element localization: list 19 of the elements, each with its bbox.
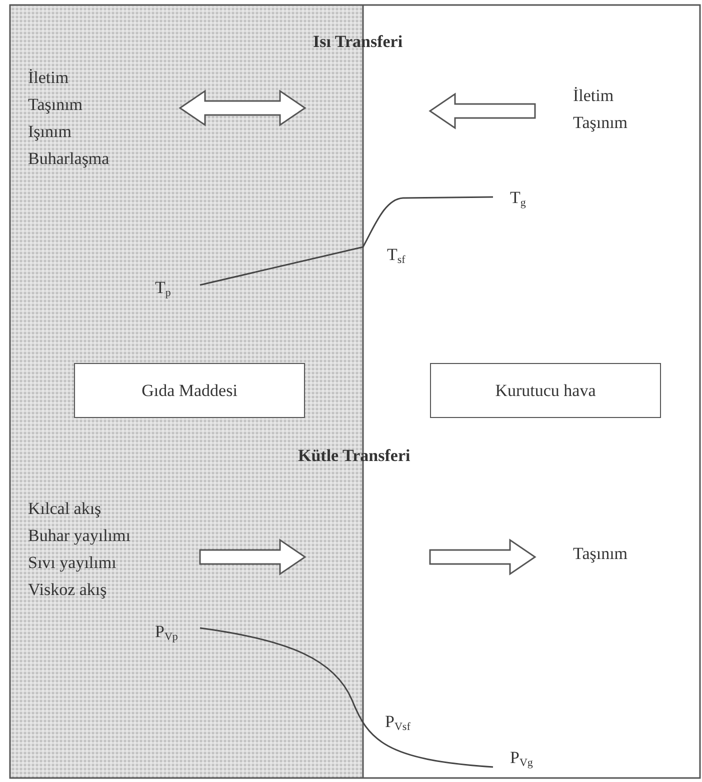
mechanism-label: Taşınım [573,544,628,564]
mechanism-label: Sıvı yayılımı [28,553,116,573]
profile-symbol: T$_{g}$ [510,188,526,208]
mechanism-label: Taşınım [28,95,83,115]
mechanism-label: İletim [573,86,614,106]
label-box: Gıda Maddesi [74,363,305,418]
mechanism-label: İletim [28,68,69,88]
profile-symbol: P$_{Vg}$ [510,748,533,768]
profile-symbol: T$_{sf}$ [387,245,406,265]
profile-symbol: T$_{p}$ [155,278,171,298]
mechanism-label: Işınım [28,122,72,142]
mechanism-label: Taşınım [573,113,628,133]
profile-symbol: P$_{Vp}$ [155,622,178,642]
profile-symbol: P$_{Vsf}$ [385,712,410,732]
mechanism-label: Buhar yayılımı [28,526,130,546]
mechanism-label: Viskoz akış [28,580,107,600]
mechanism-label: Kılcal akış [28,499,102,519]
mechanism-label: Buharlaşma [28,149,110,169]
label-box: Kurutucu hava [430,363,661,418]
